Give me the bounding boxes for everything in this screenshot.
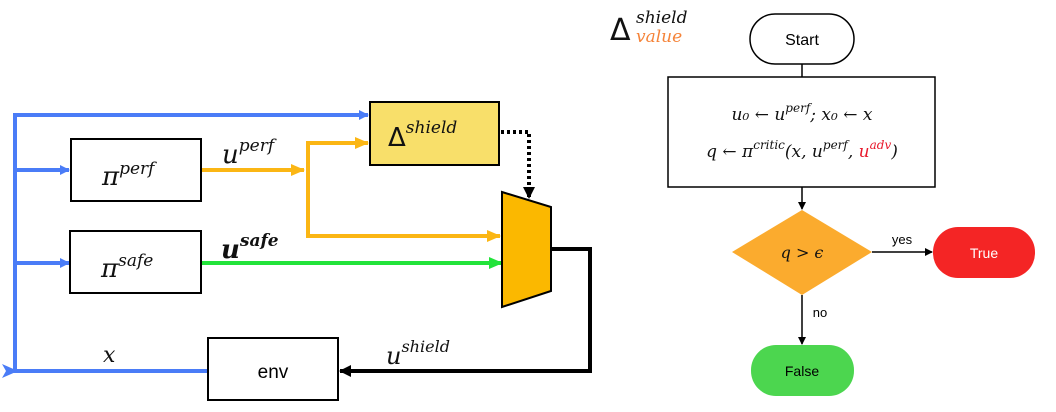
flowchart-title: Δ (610, 13, 631, 48)
process-line-1: u₀ ← uperf; x₀ ← x (732, 101, 873, 125)
shield-action-wire (339, 247, 592, 377)
perf-wire-split (306, 141, 498, 238)
x-state-label: x (103, 343, 116, 368)
u-perf-label: uperf (222, 136, 277, 170)
action-multiplexer (501, 190, 552, 309)
shield-switch-signal (501, 130, 535, 199)
start-label: Start (785, 32, 819, 49)
shield-block (369, 101, 500, 166)
decision-label: q > ϵ (781, 243, 824, 262)
flowchart-title-sup: shield (636, 8, 688, 28)
state-feedback-wires (2, 110, 369, 378)
false-node (751, 345, 854, 396)
process-line-2: q ← πcritic(x, uperf, uadv) (706, 138, 898, 162)
process-node (667, 76, 936, 188)
control-loop-diagram: πperf πsafe Δshield env uperf usafe ushi… (2, 101, 592, 401)
yes-label: yes (892, 232, 913, 247)
perf-action-wires (201, 137, 501, 242)
shield-value-flowchart: Δ shield value Start u₀ ← uperf; x₀ ← x … (610, 8, 1035, 396)
pi-safe-label: πsafe (100, 251, 153, 284)
pi-perf-block (70, 138, 202, 202)
true-label: True (970, 245, 998, 261)
u-safe-label: usafe (221, 231, 279, 265)
env-block (207, 337, 339, 401)
true-node (933, 227, 1035, 278)
shield-block-label: Δshield (388, 118, 457, 153)
false-label: False (785, 363, 819, 379)
decision-node (732, 210, 872, 295)
start-node (749, 13, 855, 65)
u-shield-label: ushield (386, 337, 450, 370)
no-label: no (813, 305, 827, 320)
flowchart-title-sub: value (636, 27, 682, 47)
pi-perf-label: πperf (101, 159, 157, 192)
env-label: env (258, 362, 289, 383)
pi-safe-block (69, 230, 202, 294)
